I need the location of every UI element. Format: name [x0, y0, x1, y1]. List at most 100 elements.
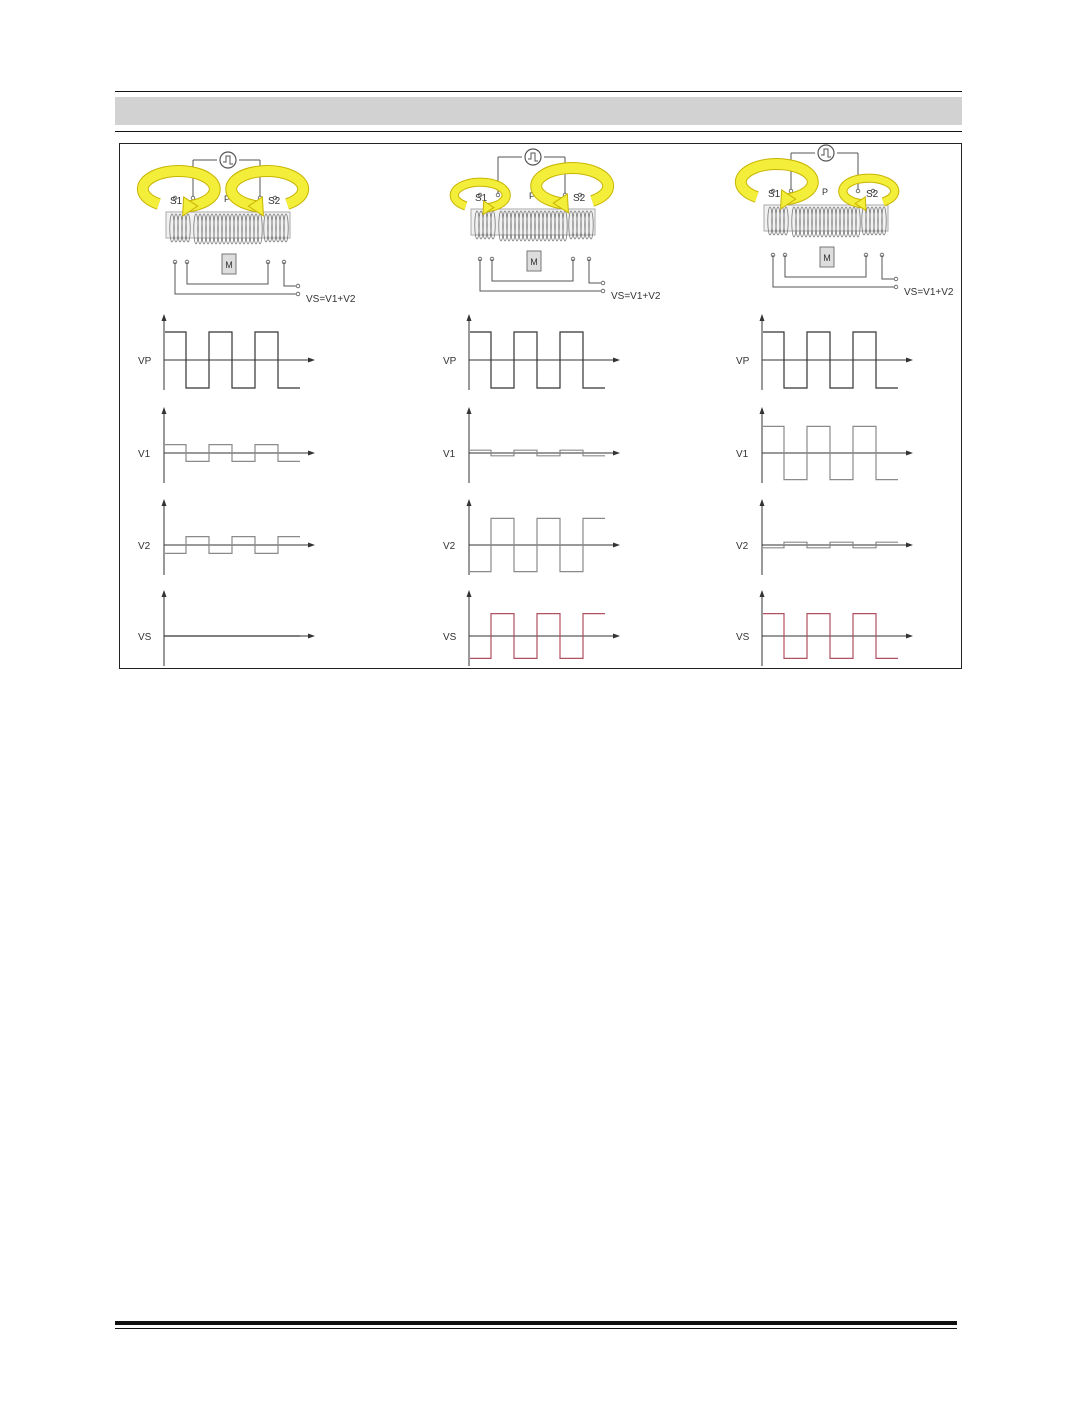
x-axis-arrow-icon: [613, 357, 620, 363]
square-wave-trace: [763, 541, 898, 549]
waveform-v1: V1: [736, 407, 913, 483]
waveform-label: V1: [736, 449, 749, 460]
label-s1: S1: [475, 193, 488, 204]
terminal: [870, 188, 876, 194]
ac-source-icon: [219, 151, 237, 169]
waveform-vp: VP: [736, 314, 913, 390]
y-axis-arrow-icon: [161, 590, 167, 597]
terminal: [477, 192, 483, 198]
label-vs-sum: VS=V1+V2: [611, 291, 661, 302]
terminal: [272, 195, 278, 201]
core-label-m: M: [530, 257, 538, 267]
s2-flux-arrow-icon: [530, 162, 615, 214]
waveform-label: VS: [443, 632, 457, 643]
terminal: [855, 188, 861, 194]
waveform-v2: V2: [138, 499, 315, 575]
x-axis-arrow-icon: [308, 450, 315, 456]
label-s2: S2: [573, 193, 586, 204]
output-wire: [479, 259, 601, 292]
footer-rule-thick: [115, 1321, 957, 1325]
waveform-label: V1: [138, 449, 151, 460]
x-axis-arrow-icon: [906, 450, 913, 456]
output-terminal: [600, 280, 606, 286]
core-label-m: M: [823, 253, 831, 263]
label-vs-sum: VS=V1+V2: [904, 287, 954, 298]
label-p: P: [224, 194, 230, 204]
x-axis-arrow-icon: [613, 633, 620, 639]
output-terminal: [295, 283, 301, 289]
output-wire: [186, 262, 269, 285]
label-s1: S1: [768, 189, 781, 200]
square-wave-trace: [470, 449, 605, 457]
secondary-coil-s1: [767, 206, 789, 236]
ac-source-icon: [524, 148, 542, 166]
waveform-v1: V1: [443, 407, 620, 483]
output-wire: [174, 262, 296, 295]
square-wave-icon: [223, 155, 233, 165]
y-axis-arrow-icon: [161, 499, 167, 506]
waveform-label: V1: [443, 449, 456, 460]
y-axis-arrow-icon: [759, 314, 765, 321]
secondary-coil-s2: [263, 213, 289, 243]
waveform-vs: VS: [443, 590, 620, 666]
waveform-label: VS: [736, 632, 750, 643]
output-wire: [283, 262, 296, 287]
square-wave-trace: [470, 613, 605, 659]
movable-core: [819, 246, 835, 268]
square-wave-trace: [470, 517, 605, 573]
x-axis-arrow-icon: [308, 542, 315, 548]
waveform-label: V2: [138, 541, 151, 552]
output-wire: [772, 255, 894, 288]
primary-coil-p: [791, 206, 861, 238]
x-axis-arrow-icon: [906, 633, 913, 639]
label-s2: S2: [866, 189, 879, 200]
output-wire: [588, 259, 601, 284]
y-axis-arrow-icon: [759, 407, 765, 414]
output-terminal: [893, 284, 899, 290]
waveform-vp: VP: [443, 314, 620, 390]
label-s2: S2: [268, 196, 281, 207]
square-wave-trace: [763, 331, 898, 389]
y-axis-arrow-icon: [161, 314, 167, 321]
s1-flux-arrow-icon: [136, 165, 221, 217]
y-axis-arrow-icon: [466, 590, 472, 597]
s1-flux-arrow-icon: [449, 177, 511, 216]
movable-core: [526, 250, 542, 272]
y-axis-arrow-icon: [759, 499, 765, 506]
primary-coil-p: [498, 210, 568, 242]
waveform-label: VP: [736, 356, 750, 367]
label-s1: S1: [170, 196, 183, 207]
s2-flux-arrow-icon: [838, 173, 900, 212]
square-wave-trace: [165, 536, 300, 554]
movable-core: [221, 253, 237, 275]
secondary-coil-s1: [169, 213, 191, 243]
terminal: [788, 188, 794, 194]
terminal: [770, 188, 776, 194]
y-axis-arrow-icon: [466, 314, 472, 321]
footer-rule-thin: [115, 1328, 957, 1329]
output-terminal: [893, 276, 899, 282]
waveform-vp: VP: [138, 314, 315, 390]
waveform-vs: VS: [138, 590, 315, 666]
y-axis-arrow-icon: [759, 590, 765, 597]
waveform-vs: VS: [736, 590, 913, 666]
output-terminal: [295, 291, 301, 297]
waveform-label: VP: [138, 356, 152, 367]
output-wire: [881, 255, 894, 280]
square-wave-trace: [470, 331, 605, 389]
x-axis-arrow-icon: [613, 542, 620, 548]
secondary-coil-s2: [568, 210, 594, 240]
ac-source-icon: [817, 144, 835, 162]
square-wave-trace: [165, 444, 300, 462]
y-axis-arrow-icon: [161, 407, 167, 414]
waveform-label: V2: [736, 541, 749, 552]
y-axis-arrow-icon: [466, 407, 472, 414]
square-wave-trace: [763, 425, 898, 481]
s1-flux-arrow-icon: [734, 158, 819, 210]
